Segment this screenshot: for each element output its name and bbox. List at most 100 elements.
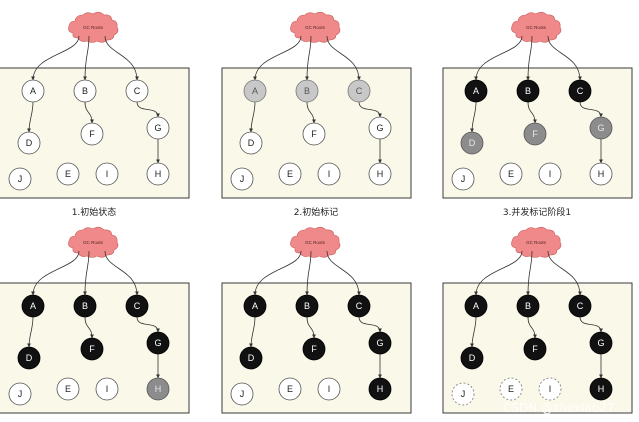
node-d: D [17,346,41,370]
svg-text:B: B [525,301,531,311]
edge-b-f [527,316,537,339]
node-b: B [516,79,540,103]
node-g: G [146,331,170,355]
root-edge-c [104,250,139,296]
gc-roots-label: GC Roots [305,240,326,245]
svg-text:A: A [30,301,36,311]
svg-text:G: G [154,338,161,348]
svg-text:F: F [311,129,317,139]
node-g: G [589,116,613,140]
edge-a-d [470,101,477,133]
node-g: G [589,331,613,355]
edge-c-g [136,101,160,118]
svg-text:F: F [89,129,95,139]
svg-text:C: C [356,301,363,311]
svg-text:G: G [376,123,383,133]
svg-text:D: D [26,353,33,363]
node-e: E [56,377,80,401]
root-edge-a [474,250,523,296]
gc-roots-label: GC Roots [526,25,547,30]
node-i: I [538,377,562,401]
node-h: H [368,162,392,186]
root-edge-b [526,250,533,296]
root-edge-b [305,35,312,81]
svg-text:J: J [18,174,23,184]
gc-roots-cloud: GC Roots [68,226,119,258]
node-i: I [95,162,119,186]
edge-b-f [527,101,537,124]
svg-text:I: I [106,169,109,179]
node-a: A [243,294,267,318]
node-i: I [95,377,119,401]
svg-text:F: F [532,129,538,139]
node-c: C [347,294,371,318]
edge-b-f [84,316,94,339]
svg-text:B: B [82,301,88,311]
svg-text:G: G [154,123,161,133]
root-edge-c [104,35,139,81]
node-h: H [146,162,170,186]
svg-text:H: H [377,169,384,179]
svg-text:G: G [376,338,383,348]
svg-text:A: A [252,301,258,311]
node-e: E [499,162,523,186]
node-b: B [73,294,97,318]
node-d: D [17,131,41,155]
node-c: C [125,79,149,103]
root-edge-a [31,250,80,296]
svg-text:A: A [30,86,36,96]
node-j: J [8,167,32,191]
svg-text:A: A [473,86,479,96]
node-e: E [499,377,523,401]
svg-text:H: H [155,384,162,394]
root-edge-b [305,250,312,296]
svg-text:I: I [549,384,552,394]
svg-text:B: B [525,86,531,96]
root-edge-b [83,35,90,81]
panel-caption: 2.初始标记 [294,206,339,218]
node-f: F [302,122,326,146]
root-edge-b [83,250,90,296]
node-d: D [460,346,484,370]
root-edge-a [253,35,302,81]
root-edge-a [31,35,80,81]
svg-text:J: J [240,174,245,184]
svg-text:I: I [549,169,552,179]
gc-roots-cloud: GC Roots [290,11,341,43]
edge-a-d [27,101,34,133]
panel-caption: 3.并发标记阶段1 [503,206,571,218]
node-a: A [21,294,45,318]
svg-text:H: H [155,169,162,179]
node-i: I [538,162,562,186]
edge-a-d [249,101,256,133]
svg-text:D: D [469,138,476,148]
edge-a-d [27,316,34,348]
svg-text:C: C [577,86,584,96]
svg-text:C: C [356,86,363,96]
svg-text:D: D [26,138,33,148]
root-edge-b [526,35,533,81]
gc-roots-label: GC Roots [83,240,104,245]
node-g: G [368,116,392,140]
node-g: G [368,331,392,355]
svg-text:D: D [469,353,476,363]
svg-text:I: I [106,384,109,394]
edge-c-g [136,316,160,333]
gc-roots-cloud: GC Roots [290,226,341,258]
edge-a-d [249,316,256,348]
svg-text:B: B [304,86,310,96]
svg-text:H: H [377,384,384,394]
watermark-text: CSDN @zhexiao27 [503,401,615,415]
svg-text:D: D [248,138,255,148]
node-j: J [230,382,254,406]
edge-c-g [579,101,603,118]
node-b: B [295,79,319,103]
edge-a-d [470,316,477,348]
svg-text:H: H [598,169,605,179]
node-f: F [80,337,104,361]
svg-text:F: F [89,344,95,354]
